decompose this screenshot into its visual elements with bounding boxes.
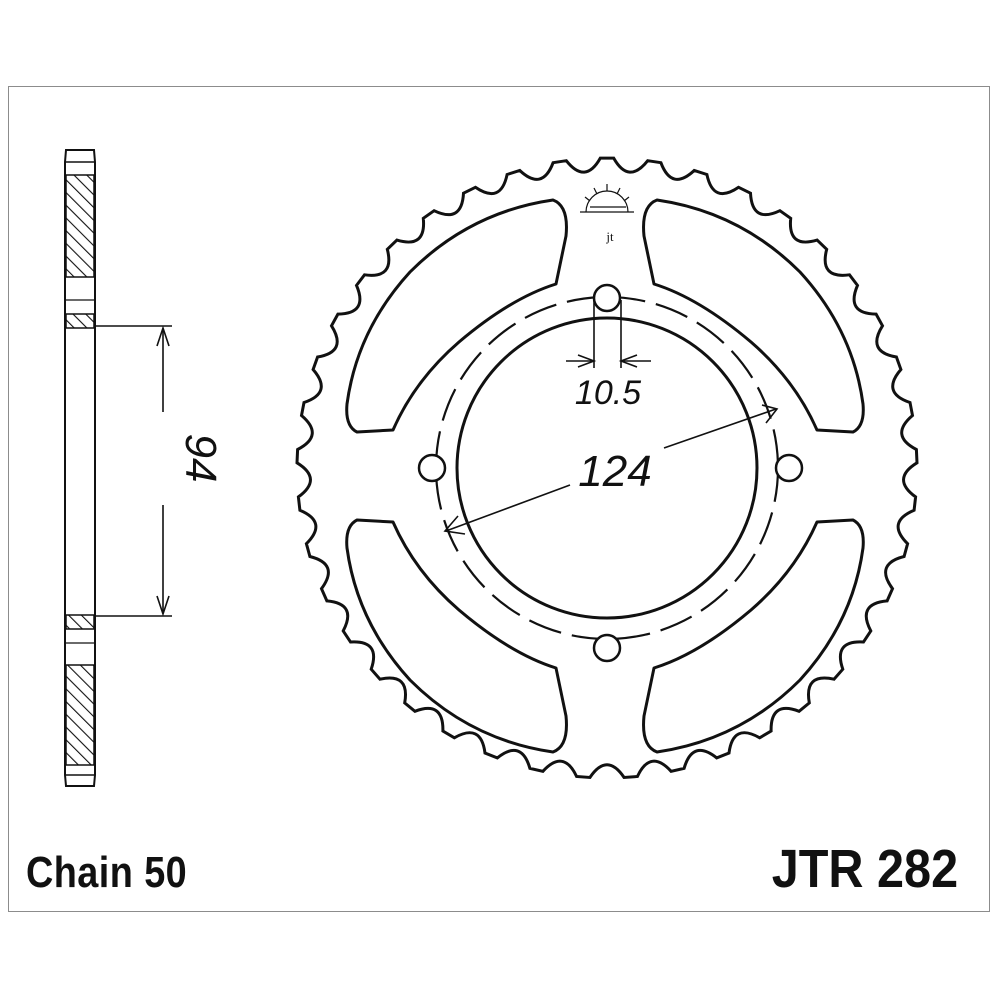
bolt-holes [417,283,804,663]
window-top-left [345,198,568,434]
bolt-hole-top [592,283,622,313]
chain-label: Chain 50 [26,848,188,897]
drawing-frame [8,86,990,912]
jt-logo-text: jt [605,229,614,244]
part-number: JTR 282 [771,839,958,899]
dimension-10-5-label: 10.5 [575,374,641,412]
bolt-hole-left [417,453,447,483]
window-bottom-right [642,518,865,754]
bolt-hole-right [774,453,804,483]
dimension-124-label: 124 [578,447,651,496]
dimension-124 [443,404,779,535]
center-bore [455,316,759,620]
lightening-windows [345,198,865,754]
sprocket-outline [295,156,919,780]
dimension-94: 94 [94,325,225,617]
window-top-right [642,198,865,434]
window-bottom-left [345,518,568,754]
hatch-bolt-bottom [65,614,95,630]
hatch-top [65,174,95,278]
dimension-10-5 [566,300,651,368]
hatch-bottom [65,664,95,766]
side-profile-outline [64,149,96,787]
side-profile [64,149,96,787]
jt-logo-icon: jt [580,184,634,244]
dimension-94-label: 94 [176,434,225,483]
bolt-hole-bottom [592,633,622,663]
hatch-bolt-top [65,313,95,329]
